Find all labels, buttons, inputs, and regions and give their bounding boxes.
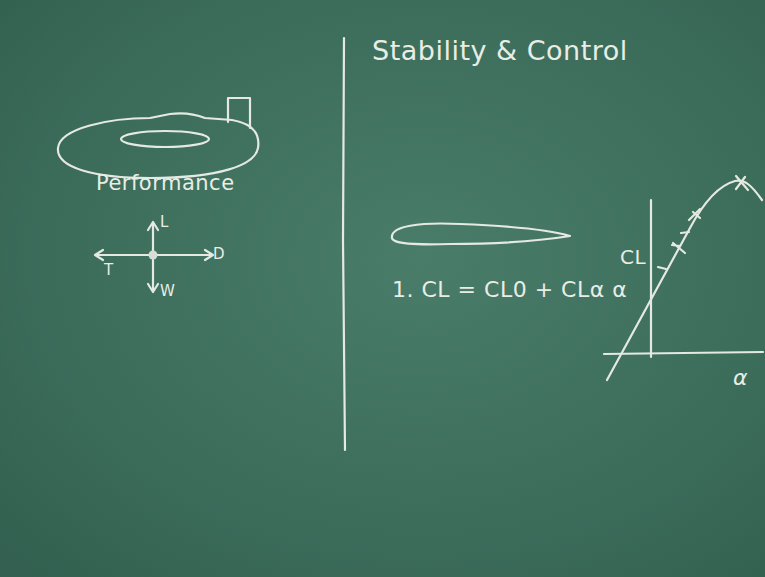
arrow-head <box>95 250 103 260</box>
thrust-arrow <box>96 254 153 256</box>
data-crosses <box>658 176 748 269</box>
drag-arrow <box>153 254 212 256</box>
axis-label: α <box>733 366 748 390</box>
lift-arrow <box>152 224 154 255</box>
center-of-gravity-dot <box>149 251 158 260</box>
arrow-head <box>205 250 213 260</box>
lift-curve <box>607 181 762 380</box>
weight-arrow <box>152 255 154 290</box>
force-label: T <box>104 262 114 279</box>
arrow-head <box>148 284 158 292</box>
force-label: D <box>213 246 225 263</box>
arrow-head <box>148 222 158 230</box>
section-heading: Performance <box>96 172 235 195</box>
divider-line <box>343 38 345 450</box>
force-label: W <box>160 283 175 300</box>
tail-fin <box>228 98 250 128</box>
board-heading: Stability & Control <box>372 36 628 66</box>
axis-label: CL <box>620 246 646 268</box>
airfoil <box>392 224 570 245</box>
force-label: L <box>160 214 169 231</box>
canopy <box>121 131 209 147</box>
x-axis <box>604 352 763 354</box>
equation: 1. CL = CL0 + CLα α <box>392 278 627 302</box>
y-axis <box>650 200 652 357</box>
